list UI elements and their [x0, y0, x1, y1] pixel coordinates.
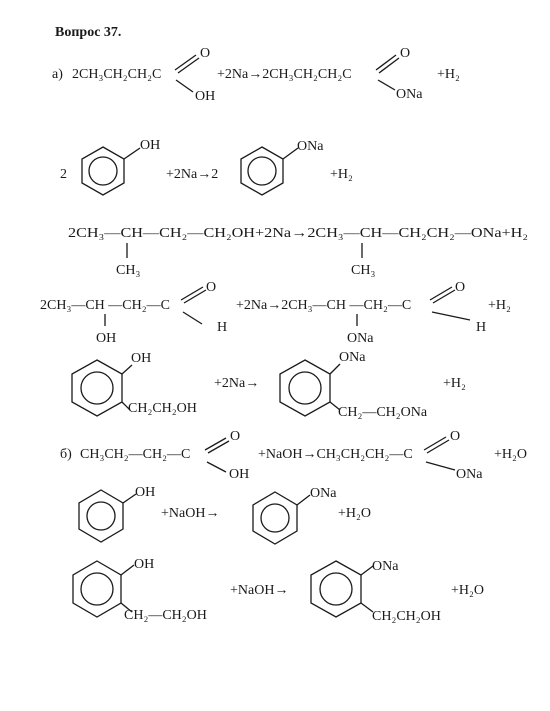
a2-hydroxyl: OH — [140, 138, 160, 153]
a4-aldehyde-h: H — [217, 320, 227, 335]
b1-product-o: O — [450, 429, 460, 444]
b1-carbonyl-o: O — [230, 429, 240, 444]
equation-b3: OH CH₂—CH₂OH +NaOH→ ONa CH₂CH₂OH +H₂O — [72, 557, 484, 624]
b3-tail: +H₂O — [451, 583, 484, 598]
b3-side-chain: CH₂—CH₂OH — [124, 608, 207, 623]
b3-ona: ONa — [372, 559, 399, 574]
equation-b1: б) CH₃CH₂—CH₂—C O OH +NaOH→CH₃CH₂CH₂—C O… — [60, 429, 527, 482]
b3-product-side-chain: CH₂CH₂OH — [372, 609, 441, 624]
b1-tail: +H₂O — [494, 447, 527, 462]
a1-left-formula: 2CH₃CH₂CH₂C — [72, 67, 161, 82]
part-b-label: б) — [60, 447, 72, 462]
equation-a4: 2CH₃—CH —CH₂—C O H OH +2Na→2CH₃—CH —CH₂—… — [40, 280, 511, 346]
b1-middle: +NaOH→CH₃CH₂CH₂—C — [258, 447, 413, 462]
b2-middle: +NaOH→ — [161, 506, 219, 521]
benzene-ring — [72, 560, 122, 618]
a5-tail: +H₂ — [443, 376, 466, 391]
equation-a5: OH CH₂CH₂OH +2Na→ ONa CH₂—CH₂ONa +H₂ — [71, 350, 466, 420]
a4-hydroxyl: OH — [96, 331, 116, 346]
a5-ona: ONa — [339, 350, 366, 365]
b3-middle: +NaOH→ — [230, 583, 288, 598]
a4-product-o: O — [455, 280, 465, 295]
benzene-ring — [78, 489, 124, 543]
benzene-ring — [81, 146, 125, 196]
a1-product-ona: ONa — [396, 87, 423, 102]
a4-product-h: H — [476, 320, 486, 335]
a5-hydroxyl: OH — [131, 351, 151, 366]
a3-branch-right: CH₃ — [351, 263, 375, 278]
a2-tail: +H₂ — [330, 167, 353, 182]
b2-ona: ONa — [310, 486, 337, 501]
a1-product-o: O — [400, 46, 410, 61]
b1-hydroxyl: OH — [229, 467, 249, 482]
a2-coefficient: 2 — [60, 167, 67, 182]
b1-left: CH₃CH₂—CH₂—C — [80, 447, 190, 462]
a2-ona: ONa — [297, 139, 324, 154]
a1-carbonyl-o: O — [200, 46, 210, 61]
b2-tail: +H₂O — [338, 506, 371, 521]
equation-a1: а) 2CH₃CH₂CH₂C O OH +2Na→2CH₃CH₂CH₂C O O… — [52, 46, 460, 104]
a1-hydroxyl: OH — [195, 89, 215, 104]
a4-middle: +2Na→2CH₃—CH —CH₂—C — [236, 298, 411, 313]
a1-middle: +2Na→2CH₃CH₂CH₂C — [217, 67, 352, 82]
b2-hydroxyl: OH — [135, 485, 155, 500]
a4-product-ona: ONa — [347, 331, 374, 346]
b1-product-ona: ONa — [456, 467, 483, 482]
benzene-ring — [252, 491, 298, 545]
a5-middle: +2Na→ — [214, 376, 259, 391]
a5-product-side-chain: CH₂—CH₂ONa — [338, 405, 428, 420]
benzene-ring — [240, 146, 284, 196]
a4-carbonyl-o: O — [206, 280, 216, 295]
benzene-ring — [71, 359, 123, 417]
part-a-label: а) — [52, 67, 63, 82]
a2-middle: +2Na→2 — [166, 167, 218, 182]
benzene-ring — [310, 560, 362, 618]
equation-b2: OH +NaOH→ ONa +H₂O — [78, 485, 371, 545]
equation-a3: 2CH₃—CH—CH₂—CH₂OH+2Na→2CH₃—CH—CH₂CH₂—ONa… — [68, 226, 528, 278]
a5-side-chain: CH₂CH₂OH — [128, 401, 197, 416]
question-title: Вопрос 37. — [55, 25, 121, 40]
a3-branch-left: CH₃ — [116, 263, 140, 278]
benzene-ring — [279, 359, 331, 417]
a3-line: 2CH₃—CH—CH₂—CH₂OH+2Na→2CH₃—CH—CH₂CH₂—ONa… — [68, 226, 528, 241]
equation-a2: 2 OH +2Na→2 ONa +H₂ — [60, 138, 353, 196]
a4-tail: +H₂ — [488, 298, 511, 313]
b3-hydroxyl: OH — [134, 557, 154, 572]
a1-tail: +H₂ — [437, 67, 460, 82]
a4-left: 2CH₃—CH —CH₂—C — [40, 298, 170, 313]
